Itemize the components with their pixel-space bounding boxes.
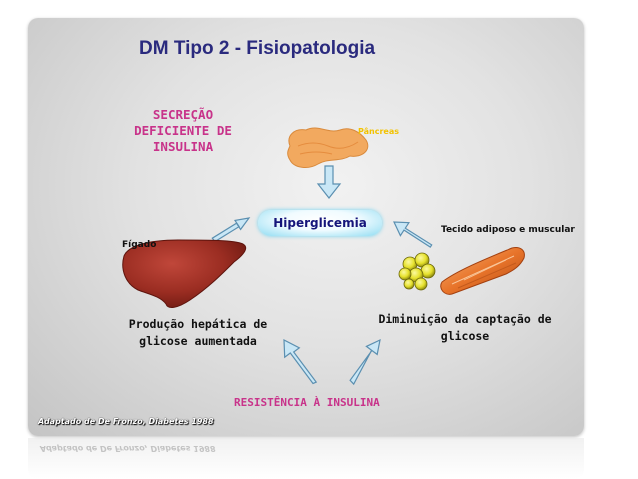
hiperglicemia-label: Hiperglicemia	[273, 216, 367, 230]
pancreas-icon	[287, 127, 369, 168]
secrecao-label: SECREÇÃO DEFICIENTE DE INSULINA	[134, 107, 232, 154]
slide-reflection	[28, 438, 584, 479]
arrow-liver-to-center	[211, 217, 251, 243]
arrow-resistance-to-liver	[283, 338, 318, 385]
producao-label: Produção hepática de glicose aumentada	[128, 317, 268, 348]
diagram-graphics	[122, 127, 525, 386]
pancreas-label: Pâncreas	[358, 127, 400, 136]
citation-reflection: Adaptado de De Fronzo, Diabetes 1988	[40, 444, 216, 453]
arrow-pancreas-down	[316, 165, 342, 199]
slide: DM Tipo 2 - Fisiopatologia SECREÇÃO DEFI…	[28, 18, 584, 436]
arrow-resistance-to-tissue	[349, 338, 381, 386]
resistencia-label: RESISTÊNCIA À INSULINA	[234, 396, 380, 409]
arrow-tissue-to-center	[393, 221, 433, 248]
diminuicao-label: Diminuição da captação de glicose	[378, 312, 552, 343]
liver-icon	[122, 239, 247, 308]
hiperglicemia-node: Hiperglicemia	[258, 210, 382, 236]
fat-cells-icon	[398, 252, 436, 291]
citation-label: Adaptado de De Fronzo, Diabetes 1988	[38, 417, 214, 426]
figado-label: Fígado	[122, 240, 157, 250]
tecido-label: Tecido adiposo e muscular	[441, 225, 575, 235]
slide-title: DM Tipo 2 - Fisiopatologia	[139, 38, 376, 59]
muscle-icon	[440, 247, 525, 295]
